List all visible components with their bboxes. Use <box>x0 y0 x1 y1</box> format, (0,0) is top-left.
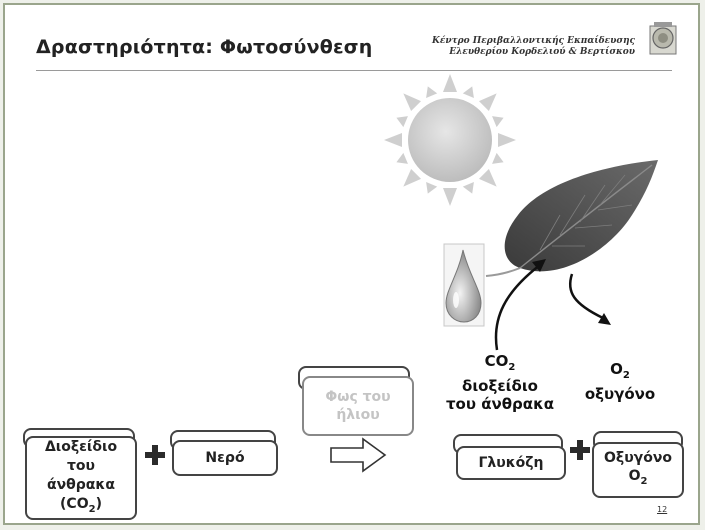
oxygen-card[interactable]: Οξυγόνο O2 <box>592 442 684 498</box>
o2-release-arrow <box>568 273 611 325</box>
leaf-icon <box>485 160 658 277</box>
co2-uptake-arrow <box>494 259 546 351</box>
water-drop-icon <box>443 243 485 327</box>
sunlight-card[interactable]: Φως του ήλιου <box>302 376 414 436</box>
logo-icon <box>649 22 677 55</box>
header-divider <box>36 70 672 71</box>
plus-icon <box>570 440 590 460</box>
o2-label: O2 οξυγόνο <box>584 360 656 403</box>
co2-label: CO2 διοξείδιο του άνθρακα <box>445 352 555 413</box>
plus-icon <box>145 445 165 465</box>
sun-icon <box>384 74 516 206</box>
slide-title: Δραστηριότητα: Φωτοσύνθεση <box>36 36 373 58</box>
water-card[interactable]: Νερό <box>172 440 278 476</box>
glucose-card[interactable]: Γλυκόζη <box>456 446 566 480</box>
carbon-dioxide-card[interactable]: Διοξείδιο του άνθρακα (CO2) <box>25 436 137 520</box>
page-number: 12 <box>657 505 668 514</box>
right-arrow-icon <box>330 437 387 473</box>
organization-line-1: Κέντρο Περιβαλλοντικής Εκπαίδευσης <box>432 36 635 46</box>
organization-name: Κέντρο Περιβαλλοντικής Εκπαίδευσης Ελευθ… <box>432 36 635 58</box>
organization-line-2: Ελευθερίου Κορδελιού & Βερτίσκου <box>449 47 635 57</box>
